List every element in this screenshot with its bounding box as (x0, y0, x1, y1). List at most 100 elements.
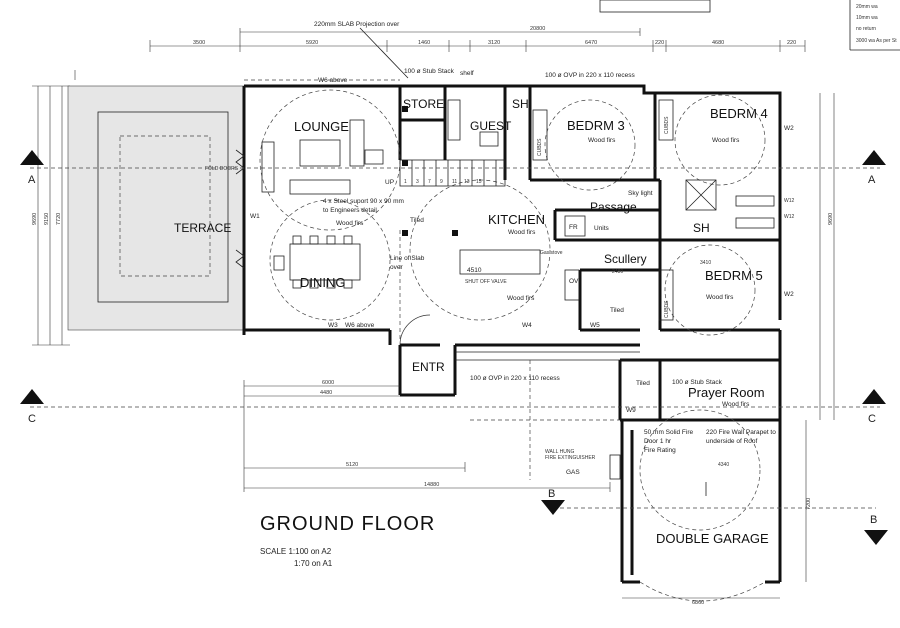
section-c-left-arrow (20, 389, 44, 404)
section-b-right-label: B (870, 514, 877, 526)
note-slab-projection: 220mm SLAB Projection over (314, 21, 400, 28)
note-stub-stack-top: 100 ø Stub Stack (404, 68, 455, 75)
bottom-dimension-lines (243, 380, 611, 492)
dim-bottom-4: 6000 (322, 380, 334, 386)
bedroom3-cubds: CUBDS (537, 138, 543, 156)
scale-line-1: SCALE 1:100 on A2 (260, 547, 332, 556)
kitchen-island (459, 249, 541, 275)
dim-side-1: 9690 (32, 213, 38, 225)
section-b-right-arrow (864, 530, 888, 545)
dim-top-4: 3120 (488, 40, 500, 46)
section-a-left-arrow (20, 150, 44, 165)
note-fire-wall-1: 220 Fire Wall Parapet to (706, 429, 776, 436)
fridge (564, 215, 586, 237)
corner-note-2: 10mm wa (856, 15, 878, 21)
note-tiled-3: Tiled (636, 380, 650, 387)
note-steel-support-2: to Engineers detail (323, 207, 377, 214)
note-ovp-top: 100 ø OVP in 220 x 110 recess (545, 72, 635, 79)
dining-label: DINING (300, 275, 346, 290)
svg-text:13: 13 (464, 179, 470, 185)
note-w3: W3 (328, 322, 338, 329)
drawing-title: GROUND FLOOR (260, 513, 435, 535)
note-w12-a: W12 (784, 198, 795, 204)
svg-text:1: 1 (404, 179, 407, 185)
note-w6-above-bottom: W6 above (345, 322, 375, 329)
note-line-of-slab-1: Line of Slab (390, 255, 425, 262)
bedroom3-label: BEDRM 3 (567, 118, 625, 133)
note-fire-door-2: Door 1 hr (644, 438, 672, 445)
dim-bottom-1: 14880 (424, 482, 439, 488)
passage-label: Passage (590, 200, 637, 214)
kitchen-label: KITCHEN (488, 212, 545, 227)
kitchen-floor-2: Wood firs (507, 295, 535, 302)
fold-doors (235, 149, 245, 175)
corner-note-3: no return (856, 26, 876, 32)
entrance-label: ENTR (412, 360, 445, 374)
bedroom5-label: BEDRM 5 (705, 268, 763, 283)
house-outline (242, 84, 782, 584)
bedroom3-floor: Wood firs (588, 137, 616, 144)
dim-garage-inner: 4340 (718, 462, 729, 468)
dim-top-8: 220 (787, 40, 796, 46)
note-gas-stove: Gas stove (540, 250, 563, 256)
terrace-label: TERRACE (174, 221, 231, 235)
note-wall-fire-ext-2: FIRE EXTINGUISHER (545, 455, 596, 461)
prayer-room-floor: Wood firs (722, 401, 750, 408)
note-shut-off-valve: SHUT OFF VALVE (465, 279, 507, 285)
corner-note-1: 20mm wa (856, 4, 878, 10)
sh-bottom-label: SH (693, 221, 710, 235)
svg-text:15: 15 (476, 179, 482, 185)
double-garage-label: DOUBLE GARAGE (656, 531, 769, 546)
note-tiled-2: Tiled (610, 307, 624, 314)
svg-text:3: 3 (416, 179, 419, 185)
staircase: 1 3 7 9 11 13 15 (399, 159, 506, 187)
scale-line-2: 1:70 on A1 (294, 559, 333, 568)
note-fire-wall-2: underside of Roof (706, 438, 758, 445)
svg-text:9: 9 (440, 179, 443, 185)
note-fire-door-1: 50 mm Solid Fire (644, 429, 694, 436)
corner-notes-box (849, 0, 900, 51)
note-w12-b: W12 (784, 214, 795, 220)
section-c-left-label: C (28, 413, 36, 425)
lounge-furniture (261, 119, 384, 195)
note-w5: W5 (590, 322, 600, 329)
note-gas: GAS (566, 469, 580, 476)
note-w4: W4 (522, 322, 532, 329)
fridge-label: FR (569, 224, 578, 231)
bedroom5-floor: Wood firs (706, 294, 734, 301)
dim-top-7: 4680 (712, 40, 724, 46)
right-dimension-lines (819, 93, 835, 420)
note-ov: OV (569, 278, 579, 285)
dining-table (273, 235, 361, 289)
bedroom4-label: BEDRM 4 (710, 106, 768, 121)
note-steel-support-1: 4 x Steel suport 90 x 90 mm (323, 198, 404, 205)
dim-top-2: 5920 (306, 40, 318, 46)
dim-top-5: 6470 (585, 40, 597, 46)
note-up: UP (385, 179, 394, 186)
steel-supports (402, 106, 458, 236)
section-c-right-arrow (862, 389, 886, 404)
svg-text:7: 7 (428, 179, 431, 185)
store-label: STORE (403, 97, 444, 111)
lounge-label: LOUNGE (294, 119, 349, 134)
bedroom5-cubds: CUBDS (664, 300, 670, 318)
note-shelf: shelf (460, 70, 474, 77)
note-w2b: W2 (784, 291, 794, 298)
dim-top-total: 20800 (530, 26, 545, 32)
note-fire-door-3: Fire Rating (644, 447, 676, 454)
note-fold-doors: FOLD DOORS (205, 166, 239, 172)
note-w6-above-top: W6 above (318, 77, 348, 84)
left-dimension-lines (32, 70, 76, 346)
ceiling-lights (259, 89, 766, 531)
note-w9: W9 (626, 407, 636, 414)
scullery-label: Scullery (604, 252, 647, 266)
sh-top-label: SH (512, 97, 529, 111)
dim-side-2: 9150 (44, 213, 50, 225)
note-ovp-bottom: 100 ø OVP in 220 x 110 recess (470, 375, 560, 382)
section-b-left-arrow (541, 500, 565, 515)
guest-label: GUEST (470, 119, 512, 133)
kitchen-floor: Wood firs (508, 229, 536, 236)
note-wood-firs-main: Wood firs (336, 220, 364, 227)
dim-garage: 6860 (692, 600, 704, 606)
